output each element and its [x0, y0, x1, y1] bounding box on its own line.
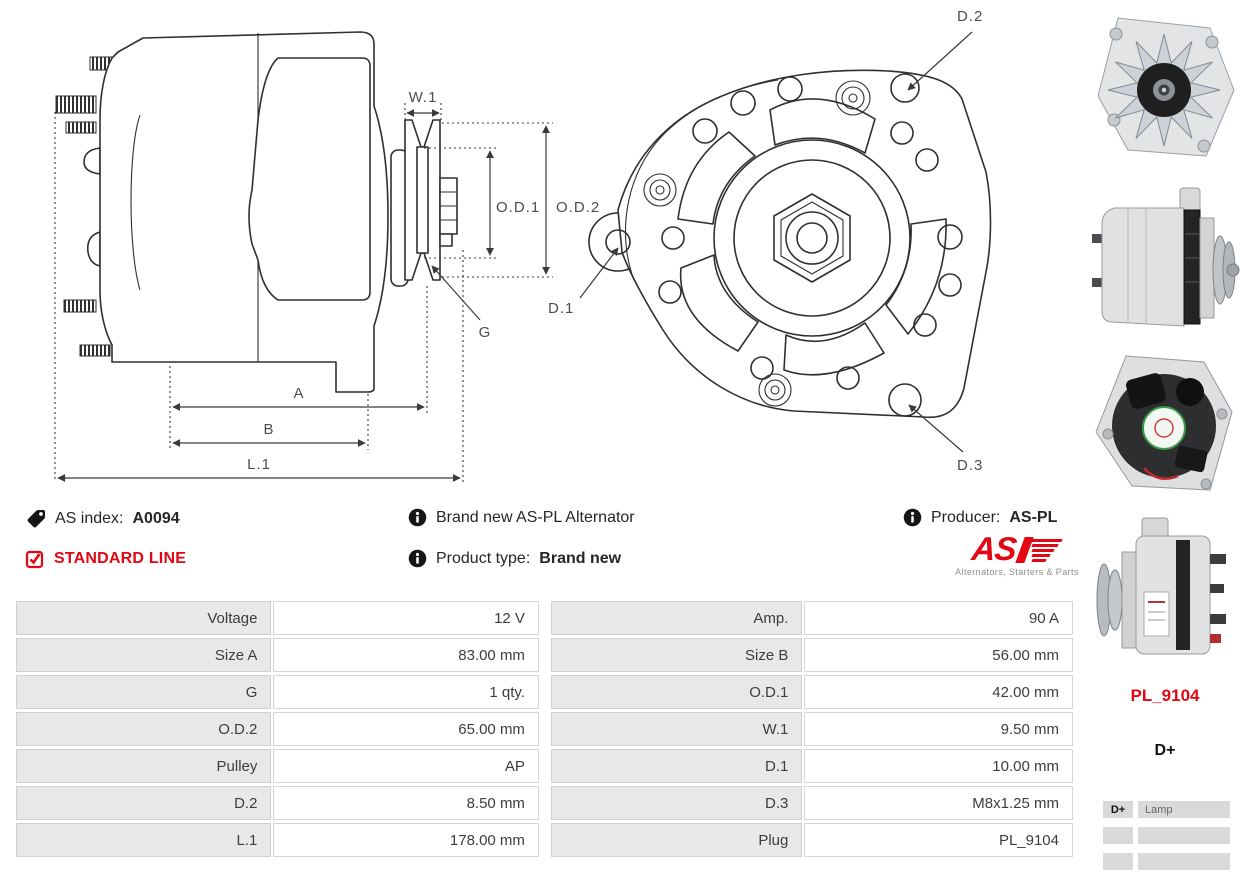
info-icon	[408, 549, 427, 568]
spec-label: Size A	[16, 638, 272, 672]
spec-label: L.1	[16, 823, 272, 857]
spec-label: W.1	[551, 712, 803, 746]
pin-row	[1103, 853, 1231, 870]
table-row: Size A 83.00 mm Size B 56.00 mm	[16, 638, 1073, 672]
pin-cell	[1103, 853, 1133, 870]
producer-value: AS-PL	[1009, 508, 1058, 526]
spec-value: 178.00 mm	[273, 823, 539, 857]
logo-as-text: AS	[970, 530, 1018, 567]
info-icon	[903, 508, 922, 527]
pin-cell: D+	[1103, 801, 1133, 818]
brand-row: Brand new AS-PL Alternator	[408, 508, 635, 527]
standard-line-row: STANDARD LINE	[25, 549, 186, 569]
spec-label: D.3	[551, 786, 803, 820]
dim-label-w1: W.1	[409, 89, 438, 106]
dim-label-d2: D.2	[957, 8, 983, 25]
product-photo-side-right	[1092, 187, 1240, 327]
spec-label: D.1	[551, 749, 803, 783]
product-photo-rear	[1095, 355, 1233, 491]
spec-value: 56.00 mm	[804, 638, 1073, 672]
spec-value: 65.00 mm	[273, 712, 539, 746]
table-row: O.D.2 65.00 mm W.1 9.50 mm	[16, 712, 1073, 746]
pin-row: D+ Lamp	[1103, 801, 1231, 818]
spec-value: 12 V	[273, 601, 539, 635]
spec-label: Voltage	[16, 601, 272, 635]
tag-icon	[27, 510, 45, 528]
dim-label-g: G	[479, 324, 492, 341]
side-view-drawing: W.1 O.D.1 O.D.2 G A B L.1	[54, 31, 600, 484]
spec-value: AP	[273, 749, 539, 783]
product-type-label: Product type:	[436, 549, 531, 567]
as-index-label: AS index:	[55, 509, 124, 527]
pin-cell	[1103, 827, 1133, 844]
spec-value: 8.50 mm	[273, 786, 539, 820]
dim-label-d1: D.1	[548, 300, 574, 317]
desc-cell	[1138, 853, 1230, 870]
desc-cell: Lamp	[1138, 801, 1230, 818]
dim-label-l1: L.1	[247, 456, 271, 473]
info-icon	[408, 508, 427, 527]
spec-label: Plug	[551, 823, 803, 857]
spec-label: O.D.1	[551, 675, 803, 709]
checkbox-checked-icon	[25, 550, 44, 569]
front-view-drawing: D.2 D.1 D.3	[548, 8, 992, 474]
dim-label-a: A	[293, 385, 304, 402]
spec-value: 42.00 mm	[804, 675, 1073, 709]
dim-label-od1: O.D.1	[496, 199, 540, 216]
standard-line-label: STANDARD LINE	[54, 550, 187, 567]
producer-row: Producer: AS-PL	[903, 508, 1057, 527]
spec-value: 83.00 mm	[273, 638, 539, 672]
producer-label: Producer:	[931, 508, 1001, 526]
logo-tagline: Alternators, Starters & Parts	[955, 567, 1079, 577]
table-row: G 1 qty. O.D.1 42.00 mm	[16, 675, 1073, 709]
product-type-row: Product type: Brand new	[408, 549, 621, 568]
brand-text: Brand new AS-PL Alternator	[436, 508, 635, 526]
spec-label: G	[16, 675, 272, 709]
technical-drawing: W.1 O.D.1 O.D.2 G A B L.1	[54, 8, 992, 484]
table-row: Voltage 12 V Amp. 90 A	[16, 601, 1073, 635]
product-type-value: Brand new	[539, 549, 622, 567]
dim-label-b: B	[263, 421, 274, 438]
spec-value: 9.50 mm	[804, 712, 1073, 746]
plug-code: PL_9104	[1130, 686, 1200, 705]
terminal-label: D+	[1154, 742, 1176, 759]
as-index-value: A0094	[132, 509, 180, 527]
spec-label: Amp.	[551, 601, 803, 635]
spec-value: 1 qty.	[273, 675, 539, 709]
logo-stripes	[1031, 539, 1063, 562]
product-photo-side-left	[1096, 517, 1226, 655]
table-row: D.2 8.50 mm D.3 M8x1.25 mm	[16, 786, 1073, 820]
spec-label: Size B	[551, 638, 803, 672]
pin-table: D+ Lamp	[1103, 801, 1231, 876]
dim-label-d3: D.3	[957, 457, 983, 474]
spec-value: PL_9104	[804, 823, 1073, 857]
spec-value: 10.00 mm	[804, 749, 1073, 783]
as-pl-logo: AS Alternators, Starters & Parts	[948, 530, 1086, 577]
table-row: Pulley AP D.1 10.00 mm	[16, 749, 1073, 783]
spec-label: O.D.2	[16, 712, 272, 746]
pin-row	[1103, 827, 1231, 844]
spec-table: Voltage 12 V Amp. 90 A Size A 83.00 mm S…	[14, 598, 1075, 860]
spec-value: M8x1.25 mm	[804, 786, 1073, 820]
dim-label-od2: O.D.2	[556, 199, 600, 216]
spec-value: 90 A	[804, 601, 1073, 635]
product-photo-front	[1097, 17, 1235, 157]
spec-label: D.2	[16, 786, 272, 820]
table-row: L.1 178.00 mm Plug PL_9104	[16, 823, 1073, 857]
desc-cell	[1138, 827, 1230, 844]
spec-label: Pulley	[16, 749, 272, 783]
as-index-row: AS index: A0094	[25, 508, 180, 529]
